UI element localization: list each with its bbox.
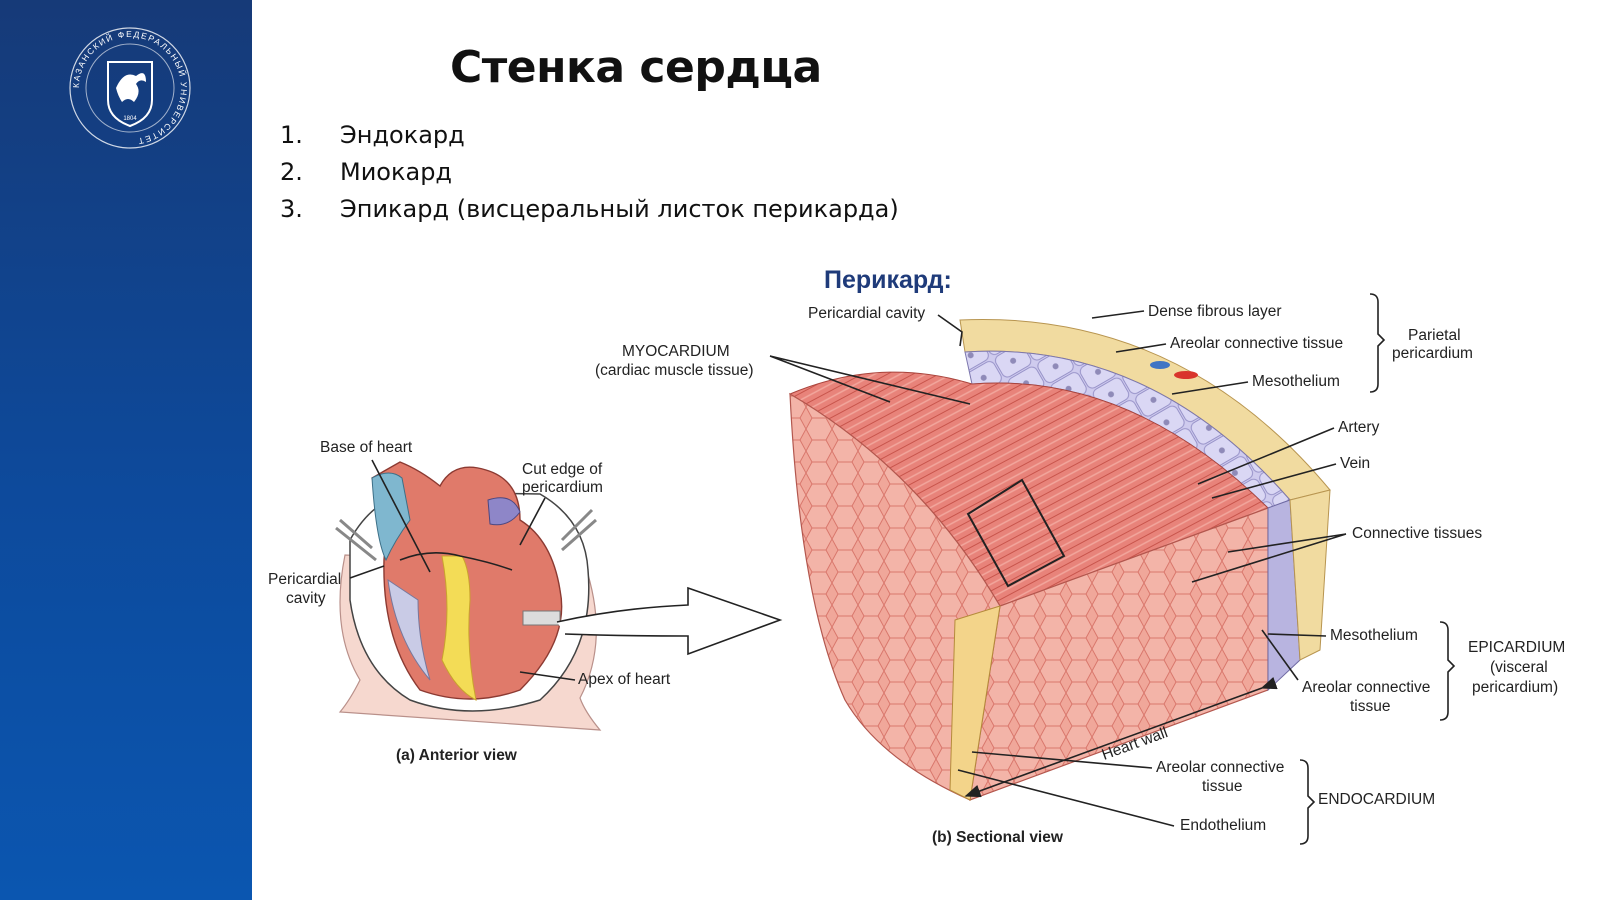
label-areolar-endocardium-2: tissue xyxy=(1202,778,1243,795)
label-epicardium-3: pericardium) xyxy=(1472,679,1558,696)
label-parietal-2: pericardium xyxy=(1392,345,1473,362)
list-number: 1. xyxy=(280,121,303,149)
label-epicardium-2: (visceral xyxy=(1490,659,1548,676)
label-pericardial-cavity-a-2: cavity xyxy=(286,590,326,607)
caption-anterior-view: (a) Anterior view xyxy=(396,747,518,764)
label-base-of-heart: Base of heart xyxy=(320,439,413,456)
label-mesothelium-epicardium: Mesothelium xyxy=(1330,627,1418,644)
sectional-labels: Pericardial cavity MYOCARDIUM (cardiac m… xyxy=(595,293,1565,846)
svg-text:1804: 1804 xyxy=(123,116,137,122)
label-areolar-epicardium-1: Areolar connective xyxy=(1302,679,1430,696)
label-myocardium-2: (cardiac muscle tissue) xyxy=(595,362,754,379)
list-item: 3. Эпикард (висцеральный листок перикарда… xyxy=(280,191,899,228)
label-cut-edge-2: pericardium xyxy=(522,479,603,496)
label-artery: Artery xyxy=(1338,419,1380,436)
list-text: Эпикард (висцеральный листок перикарда) xyxy=(340,195,899,223)
list-text: Эндокард xyxy=(340,121,465,149)
label-cut-edge-1: Cut edge of xyxy=(522,461,603,478)
label-endocardium: ENDOCARDIUM xyxy=(1318,791,1435,808)
label-areolar-epicardium-2: tissue xyxy=(1350,698,1391,715)
label-myocardium-1: MYOCARDIUM xyxy=(622,343,730,360)
label-parietal-1: Parietal xyxy=(1408,327,1461,344)
slide-title: Стенка сердца xyxy=(450,42,822,93)
list-number: 2. xyxy=(280,158,303,186)
label-areolar-endocardium-1: Areolar connective xyxy=(1156,759,1284,776)
caption-sectional-view: (b) Sectional view xyxy=(932,829,1064,846)
label-vein: Vein xyxy=(1340,455,1370,472)
sidebar-band: КАЗАНСКИЙ ФЕДЕРАЛЬНЫЙ УНИВЕРСИТЕТ 1804 xyxy=(0,0,252,900)
sectional-tissue-block xyxy=(788,318,1331,801)
label-apex-of-heart: Apex of heart xyxy=(578,671,671,688)
list-number: 3. xyxy=(280,195,303,223)
label-areolar-parietal: Areolar connective tissue xyxy=(1170,335,1343,352)
label-pericardial-cavity-a-1: Pericardial xyxy=(268,571,341,588)
label-pericardial-cavity-b: Pericardial cavity xyxy=(808,305,925,322)
anterior-labels: Base of heart Cut edge of pericardium Pe… xyxy=(268,439,671,764)
label-endothelium: Endothelium xyxy=(1180,817,1266,834)
label-epicardium-1: EPICARDIUM xyxy=(1468,639,1565,656)
label-connective-tissues: Connective tissues xyxy=(1352,525,1482,542)
heart-wall-diagram: Base of heart Cut edge of pericardium Pe… xyxy=(268,293,1565,846)
list-text: Миокард xyxy=(340,158,453,186)
list-item: 1. Эндокард xyxy=(280,117,899,154)
university-logo: КАЗАНСКИЙ ФЕДЕРАЛЬНЫЙ УНИВЕРСИТЕТ 1804 xyxy=(69,27,191,149)
anterior-heart-illustration xyxy=(335,461,783,731)
wall-layers-list: 1. Эндокард 2. Миокард 3. Эпикард (висцерал… xyxy=(280,117,899,228)
label-mesothelium-parietal: Mesothelium xyxy=(1252,373,1340,390)
pericardium-subheading: Перикард: xyxy=(824,266,952,294)
list-item: 2. Миокард xyxy=(280,154,899,191)
label-dense-fibrous-layer: Dense fibrous layer xyxy=(1148,303,1282,320)
